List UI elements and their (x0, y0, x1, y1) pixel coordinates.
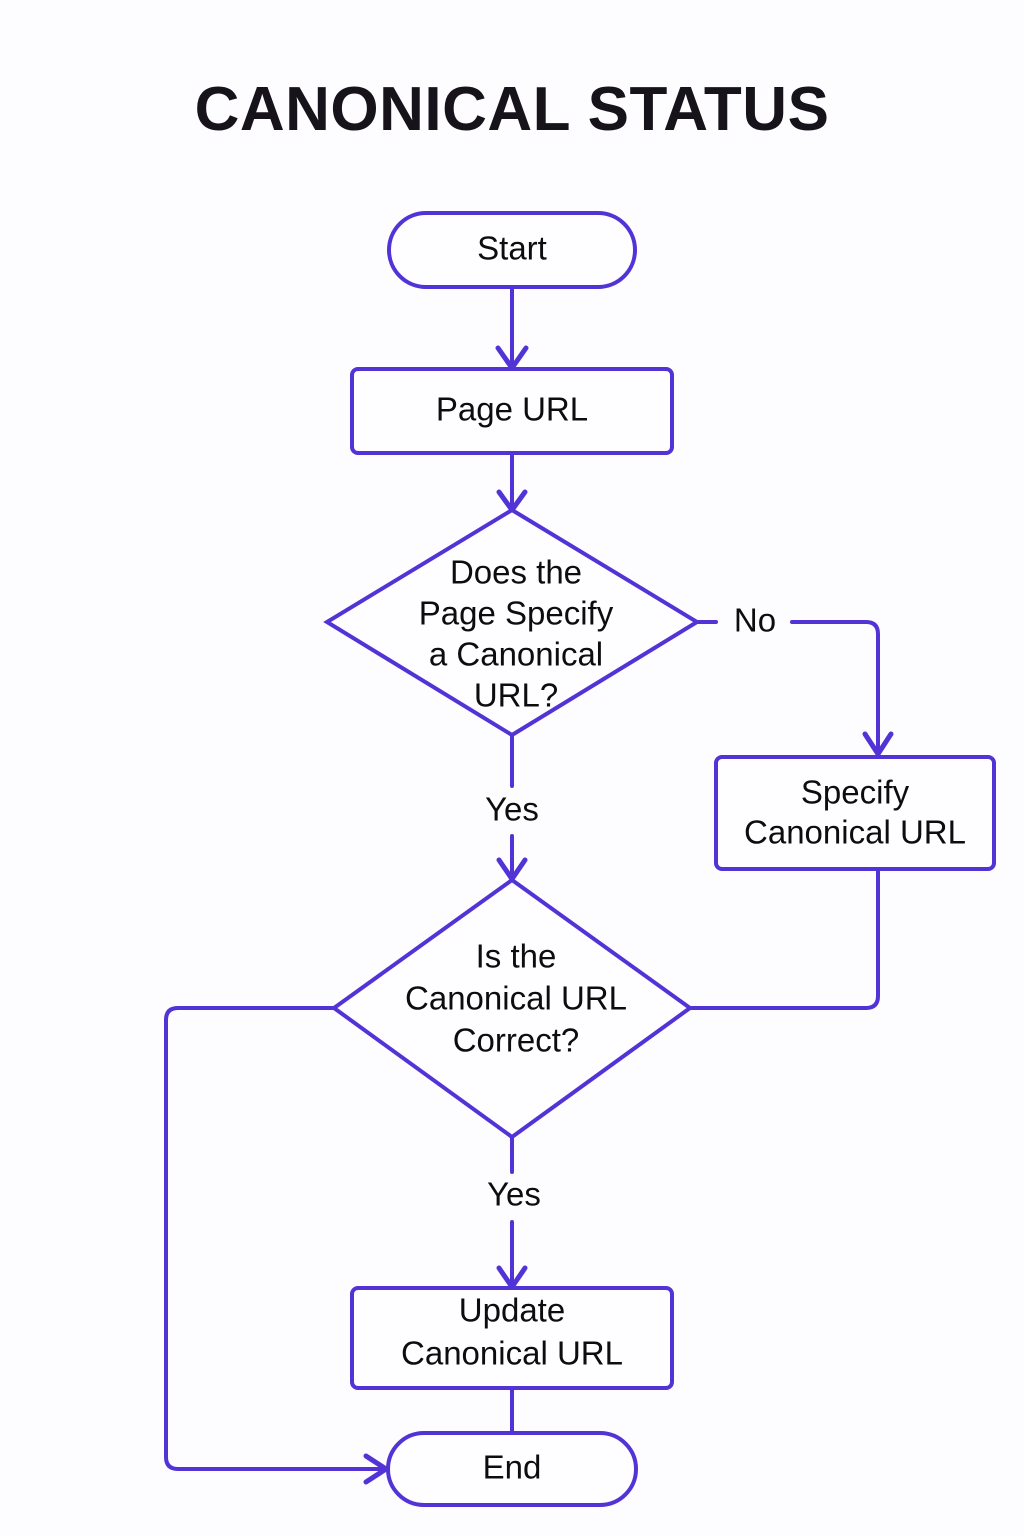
node-update-canonical-url[interactable]: Update Canonical URL (350, 1286, 674, 1390)
page-title: CANONICAL STATUS (194, 75, 830, 144)
node-specify-label-line1: Specify (801, 774, 910, 811)
node-start-shape (387, 211, 637, 289)
node-specify-canonical-url[interactable]: Specify Canonical URL (714, 755, 996, 871)
node-start-label: Start (477, 230, 547, 267)
edge-q2-to-end (164, 1006, 389, 1485)
arrow-head-icon (862, 731, 894, 757)
edge-label-yes-1: Yes (485, 791, 539, 828)
edge-line (695, 620, 880, 757)
node-decision-canonical-correct[interactable]: Is the Canonical URL Correct? (330, 877, 694, 1140)
node-update-label-line2: Canonical URL (401, 1335, 623, 1372)
edge-start-to-page-url (495, 285, 529, 371)
node-specify-shape (714, 755, 996, 871)
edge-q1-to-specify (695, 620, 894, 757)
node-decision-1-shape (323, 507, 701, 738)
node-decision-1-label-line4: URL? (474, 677, 558, 714)
node-decision-1-label-line3: a Canonical (429, 636, 603, 673)
node-update-label-line1: Update (459, 1292, 565, 1329)
node-decision-1-label-line1: Does the (450, 554, 582, 591)
edge-line (688, 867, 880, 1010)
edge-specify-to-q2 (688, 867, 880, 1010)
edge-line (164, 1006, 389, 1471)
node-page-url[interactable]: Page URL (350, 367, 674, 455)
node-specify-label-line2: Canonical URL (744, 814, 966, 851)
node-decision-canonical-specified[interactable]: Does the Page Specify a Canonical URL? (323, 507, 701, 738)
node-decision-1-label-line2: Page Specify (419, 595, 614, 632)
node-end-label: End (483, 1449, 542, 1486)
edge-label-yes-2: Yes (487, 1176, 541, 1213)
node-decision-2-label-line1: Is the (476, 938, 557, 975)
node-update-shape (350, 1286, 674, 1390)
edge-label-no: No (734, 602, 776, 639)
edge-page-url-to-q1 (496, 451, 528, 513)
node-end[interactable]: End (386, 1431, 638, 1507)
node-start[interactable]: Start (387, 211, 637, 289)
node-page-url-shape (350, 367, 674, 455)
node-decision-2-shape (330, 877, 694, 1140)
node-page-url-label: Page URL (436, 391, 588, 428)
node-decision-2-label-line3: Correct? (453, 1022, 580, 1059)
node-decision-2-label-line2: Canonical URL (405, 980, 627, 1017)
node-end-shape (386, 1431, 638, 1507)
